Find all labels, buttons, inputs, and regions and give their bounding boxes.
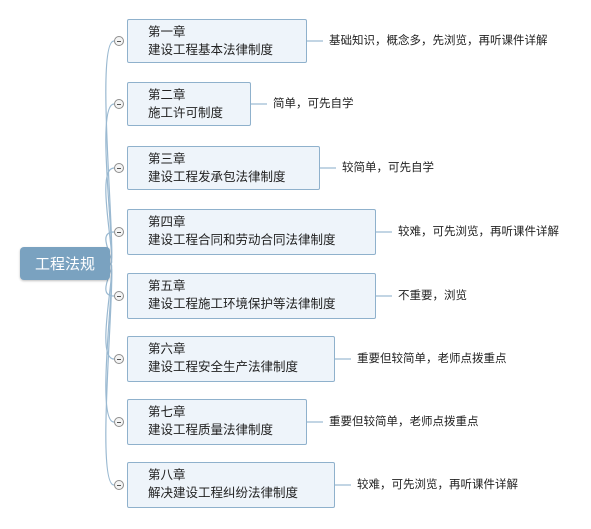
root-node[interactable]: 工程法规 [20, 247, 110, 280]
chapter-subtitle: 建设工程基本法律制度 [148, 42, 274, 57]
chapter-node[interactable]: 第一章建设工程基本法律制度 [127, 19, 307, 63]
chapter-subtitle: 建设工程质量法律制度 [148, 422, 274, 437]
chapter-title: 第五章 [148, 278, 186, 293]
chapter-note: 不重要，浏览 [398, 288, 467, 302]
chapter-title: 第六章 [148, 341, 186, 356]
chapter-subtitle: 施工许可制度 [148, 105, 224, 120]
chapter-subtitle: 建设工程发承包法律制度 [148, 169, 286, 184]
chapter-note: 重要但较简单，老师点拨重点 [357, 351, 507, 365]
collapse-icon[interactable] [114, 99, 124, 109]
branch-connector [105, 263, 115, 486]
chapter-title: 第一章 [148, 24, 186, 39]
chapter-title: 第二章 [148, 87, 186, 102]
chapter-note: 重要但较简单，老师点拨重点 [329, 414, 479, 428]
chapter-title: 第七章 [148, 404, 186, 419]
chapter-node[interactable]: 第二章施工许可制度 [127, 82, 251, 126]
collapse-icon[interactable] [114, 227, 124, 237]
collapse-icon[interactable] [114, 417, 124, 427]
chapter-node[interactable]: 第三章建设工程发承包法律制度 [127, 146, 320, 190]
chapter-subtitle: 解决建设工程纠纷法律制度 [148, 485, 299, 500]
chapter-subtitle: 建设工程施工环境保护等法律制度 [148, 296, 336, 311]
chapter-title: 第八章 [148, 467, 186, 482]
branch-connector [105, 40, 115, 265]
chapter-node[interactable]: 第七章建设工程质量法律制度 [127, 399, 307, 445]
chapter-node[interactable]: 第八章解决建设工程纠纷法律制度 [127, 462, 335, 508]
chapter-note: 较简单，可先自学 [342, 160, 434, 174]
chapter-note: 基础知识，概念多，先浏览，再听课件详解 [329, 33, 548, 47]
chapter-note: 简单，可先自学 [273, 96, 354, 110]
chapter-title: 第三章 [148, 151, 186, 166]
collapse-icon[interactable] [114, 354, 124, 364]
collapse-icon[interactable] [114, 36, 124, 46]
chapter-title: 第四章 [148, 214, 186, 229]
chapter-subtitle: 建设工程合同和劳动合同法律制度 [148, 232, 336, 247]
chapter-node[interactable]: 第四章建设工程合同和劳动合同法律制度 [127, 209, 376, 255]
chapter-note: 较难，可先浏览，再听课件详解 [357, 477, 518, 491]
root-label: 工程法规 [34, 255, 95, 273]
chapter-node[interactable]: 第五章建设工程施工环境保护等法律制度 [127, 273, 376, 319]
chapter-subtitle: 建设工程安全生产法律制度 [148, 359, 299, 374]
chapter-node[interactable]: 第六章建设工程安全生产法律制度 [127, 336, 335, 382]
chapter-note: 较难，可先浏览，再听课件详解 [398, 224, 559, 238]
collapse-icon[interactable] [114, 480, 124, 490]
collapse-icon[interactable] [114, 291, 124, 301]
collapse-icon[interactable] [114, 163, 124, 173]
